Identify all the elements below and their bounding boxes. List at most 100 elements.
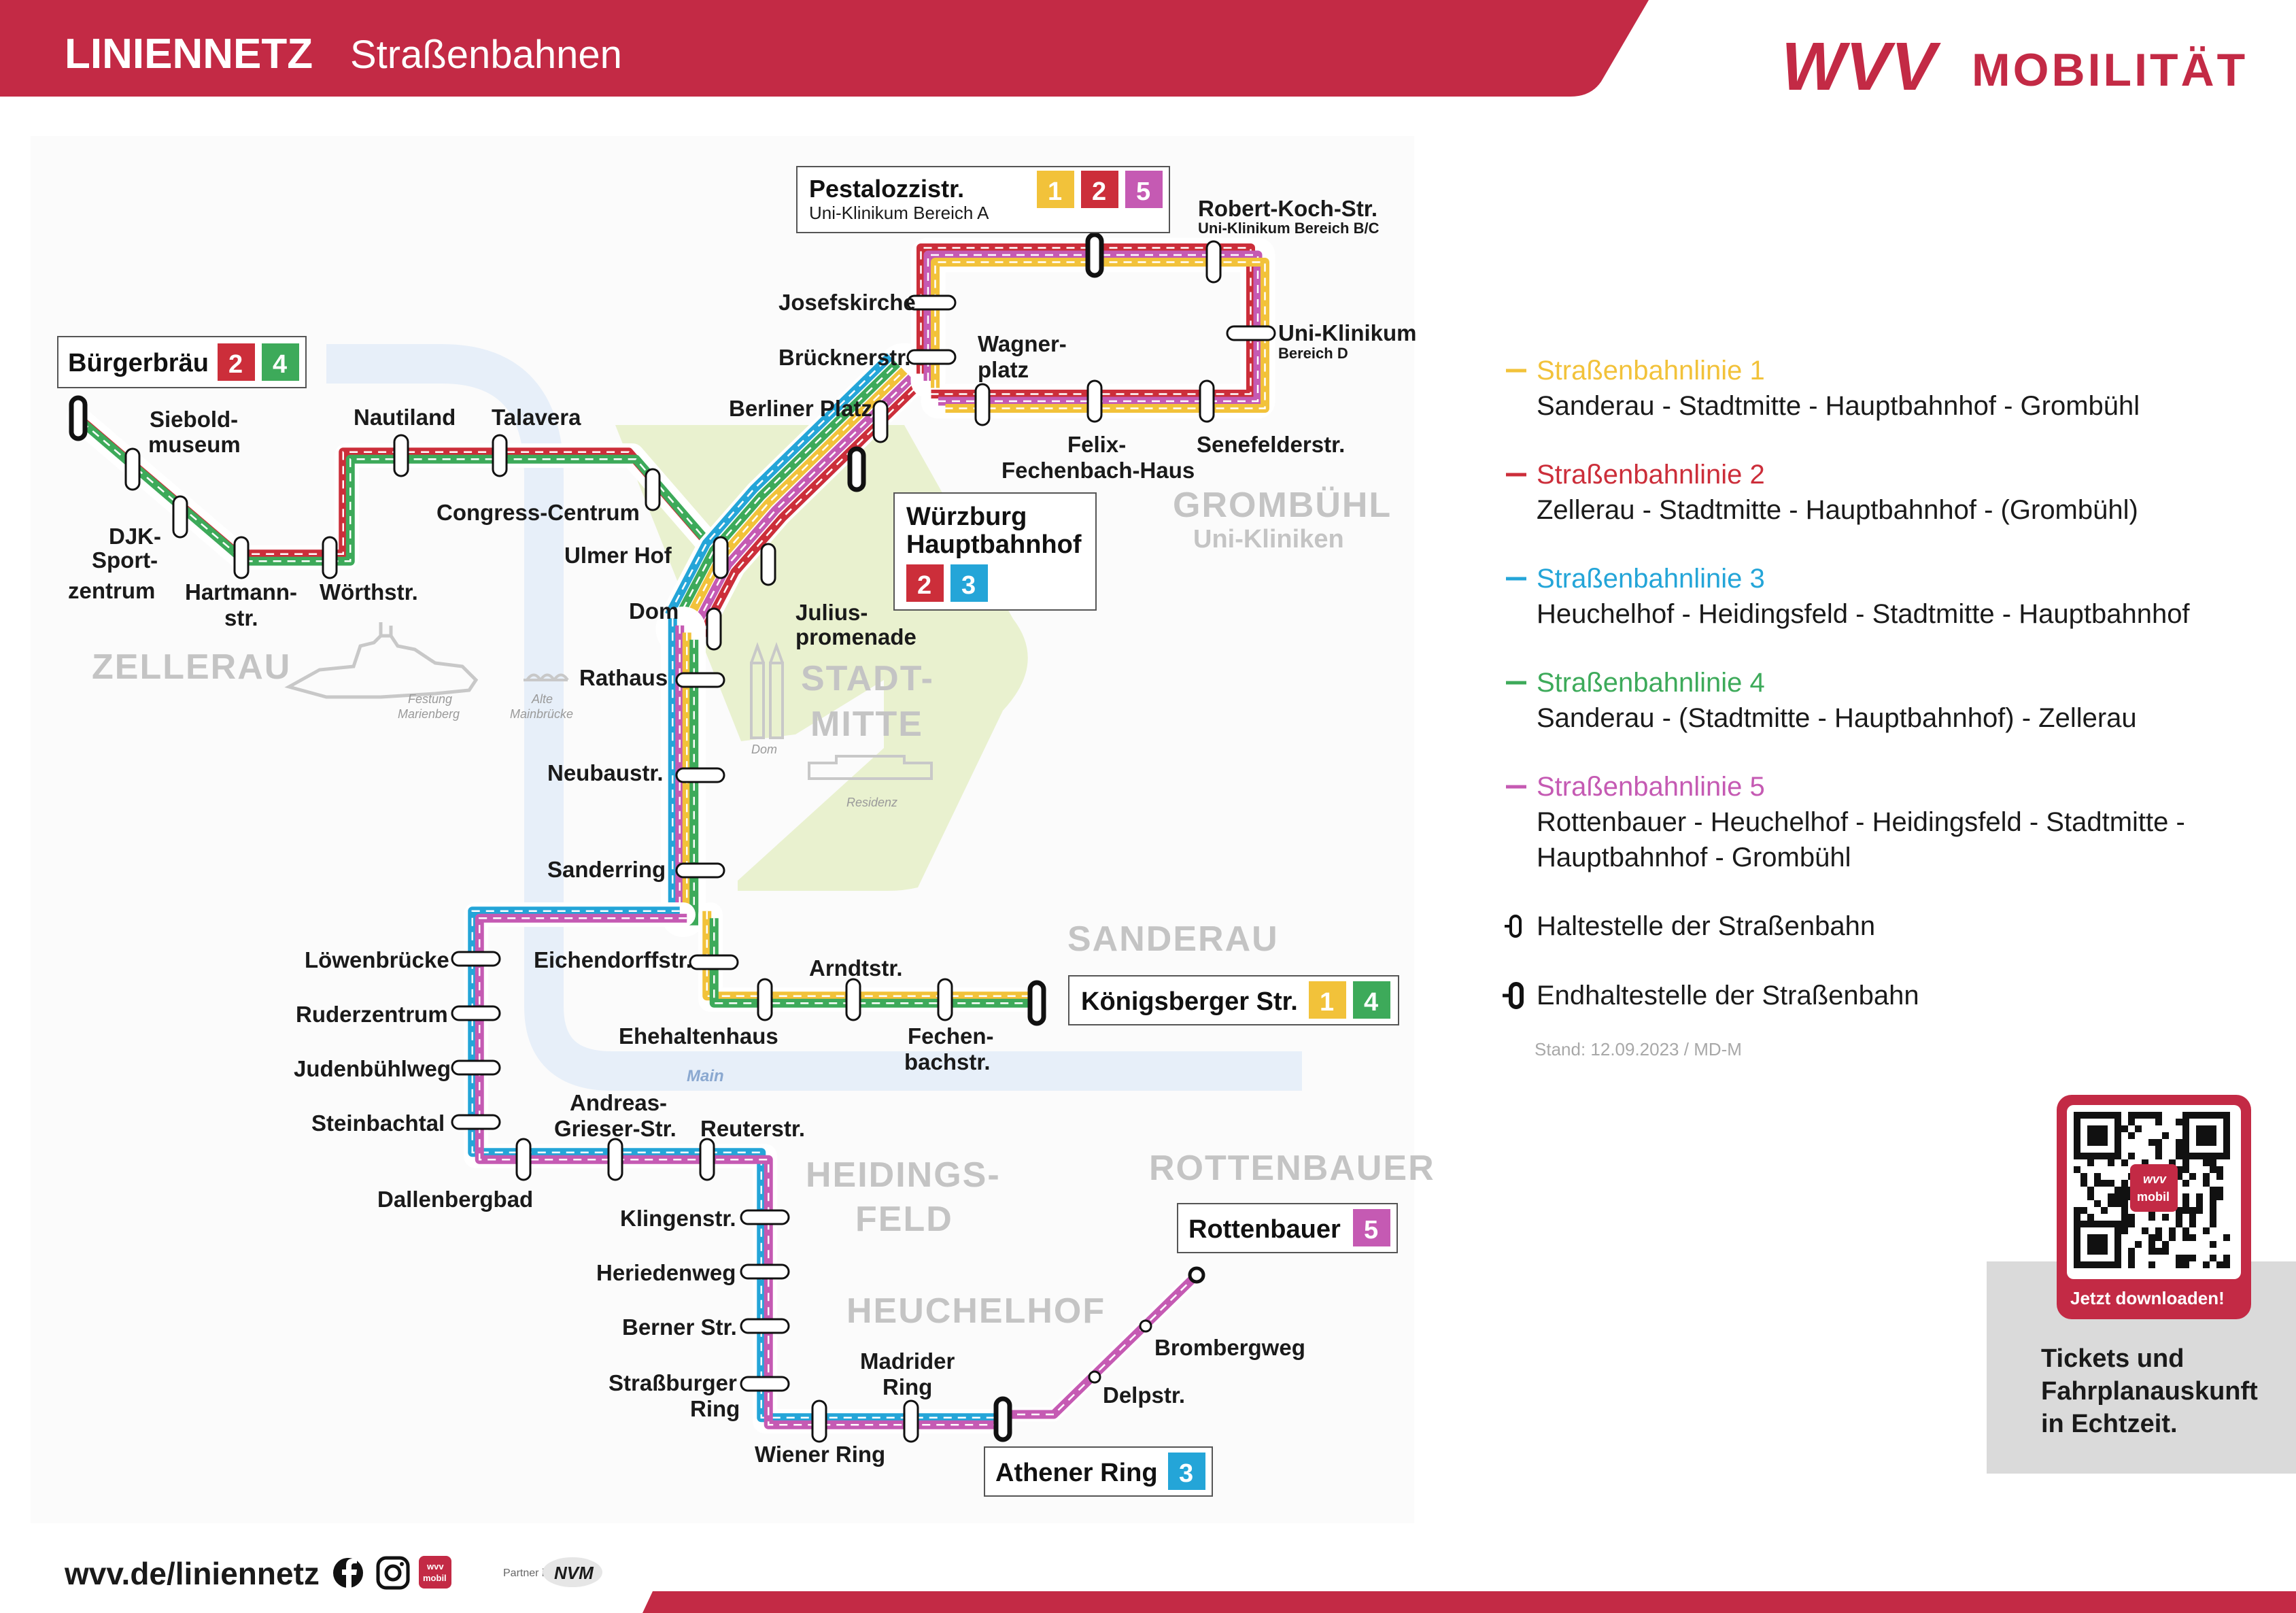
district-grombuehl: GROMBÜHL <box>1173 486 1392 525</box>
svg-text:Würzburg: Würzburg <box>906 503 1027 531</box>
stop-julius[interactable] <box>760 543 776 586</box>
stop-loewen[interactable] <box>451 951 501 967</box>
station-neubau: Neubaustr. <box>547 760 664 785</box>
stop-woerth[interactable] <box>322 536 338 579</box>
legend-line-1: Straßenbahnlinie 1 Sanderau - Stadtmitte… <box>1506 356 2140 421</box>
station-felix-1: Felix- <box>1067 432 1126 457</box>
station-unikl-sub: Bereich D <box>1278 345 1348 362</box>
stop-ruder[interactable] <box>451 1005 501 1021</box>
svg-text:Rottenbauer: Rottenbauer <box>1188 1215 1341 1244</box>
svg-text:2: 2 <box>917 571 931 600</box>
stop-wiener[interactable] <box>811 1399 827 1443</box>
stop-madrider[interactable] <box>903 1399 919 1443</box>
station-djk-3: zentrum <box>68 578 155 603</box>
station-strass-1: Straßburger <box>609 1370 737 1395</box>
district-heidingsfeld-2: FELD <box>855 1200 953 1239</box>
station-strass-2: Ring <box>690 1396 740 1421</box>
instagram-icon[interactable] <box>376 1556 410 1590</box>
header-bar <box>0 0 1649 97</box>
station-herieden: Heriedenweg <box>596 1260 736 1285</box>
station-rathaus: Rathaus <box>579 665 668 690</box>
svg-text:Haltestelle der Straßenbahn: Haltestelle der Straßenbahn <box>1537 911 1875 941</box>
stop-juden[interactable] <box>451 1059 501 1076</box>
station-madrider-1: Madrider <box>860 1348 955 1374</box>
district-heidingsfeld-1: HEIDINGS- <box>806 1155 1001 1195</box>
stop-wagner[interactable] <box>974 383 991 426</box>
stop-koenigsberger[interactable] <box>1027 980 1046 1026</box>
district-stadtmitte-1: STADT- <box>801 659 934 698</box>
stop-neubau[interactable] <box>675 767 725 783</box>
stop-eichendorff[interactable] <box>689 954 739 970</box>
stop-congress[interactable] <box>645 468 661 511</box>
svg-text:NVM: NVM <box>554 1563 594 1583</box>
terminal-koenigsberger: Königsberger Str. 1 4 <box>1068 975 1399 1025</box>
legend-stop-symbol: Haltestelle der Straßenbahn <box>1505 911 1875 941</box>
stop-pestalozzi[interactable] <box>1085 232 1104 278</box>
stop-unikl[interactable] <box>1226 325 1276 341</box>
station-loewen: Löwenbrücke <box>305 947 449 972</box>
stop-dom[interactable] <box>706 607 722 651</box>
legend-terminal-symbol: Endhaltestelle der Straßenbahn <box>1503 981 1919 1011</box>
stop-nautiland[interactable] <box>393 434 409 477</box>
stop-reuter[interactable] <box>699 1138 715 1181</box>
station-andreas-2: Grieser-Str. <box>554 1116 676 1141</box>
stop-ulmerhof[interactable] <box>713 536 729 579</box>
stop-hbf[interactable] <box>847 446 866 492</box>
svg-text:Heuchelhof - Heidingsfeld - S: Heuchelhof - Heidingsfeld - Stadtmitte -… <box>1537 599 2190 629</box>
stop-herieden[interactable] <box>740 1263 790 1280</box>
svg-text:3: 3 <box>1179 1459 1193 1488</box>
nvm-logo: NVM <box>543 1557 602 1587</box>
badge-line-5 <box>1125 171 1163 208</box>
stop-steinbach[interactable] <box>451 1114 501 1130</box>
stop-delp[interactable] <box>1088 1370 1101 1384</box>
stop-sanderring[interactable] <box>675 862 725 879</box>
stop-bromberg[interactable] <box>1139 1319 1152 1333</box>
stop-josefs[interactable] <box>906 294 957 311</box>
stop-hartmann[interactable] <box>233 536 250 579</box>
stop-rottenbauer[interactable] <box>1188 1266 1205 1284</box>
terminal-pestalozzi: Pestalozzistr. Uni-Klinikum Bereich A 1 … <box>796 166 1170 233</box>
stop-berner[interactable] <box>740 1318 790 1334</box>
stop-siebold[interactable] <box>124 447 141 491</box>
wvv-mobil-app-icon[interactable]: wvv mobil <box>419 1556 451 1589</box>
svg-text:Hauptbahnhof: Hauptbahnhof <box>906 530 1082 559</box>
station-juden: Judenbühlweg <box>294 1056 451 1081</box>
download-label[interactable]: Jetzt downloaden! <box>2070 1288 2225 1308</box>
stop-fechen[interactable] <box>937 978 953 1021</box>
station-dallen: Dallenbergbad <box>377 1187 533 1212</box>
svg-text:3: 3 <box>961 571 976 600</box>
partner-label: Partner im <box>503 1567 553 1579</box>
stop-brueckner[interactable] <box>906 349 957 365</box>
cathedral-icon <box>750 642 784 739</box>
stop-buergerbraeu[interactable] <box>69 395 88 441</box>
stop-felix[interactable] <box>1086 379 1103 423</box>
svg-text:Straßenbahnlinie 4: Straßenbahnlinie 4 <box>1537 668 1765 698</box>
station-congress: Congress-Centrum <box>436 500 640 525</box>
station-klingen: Klingenstr. <box>620 1206 736 1231</box>
facebook-icon[interactable] <box>333 1558 363 1588</box>
station-ehehalten: Ehehaltenhaus <box>619 1023 778 1049</box>
stop-andreas[interactable] <box>607 1138 623 1181</box>
stop-berliner[interactable] <box>872 400 889 443</box>
svg-text:4: 4 <box>273 350 287 379</box>
stop-athener[interactable] <box>993 1396 1012 1442</box>
app-promo: wvv mobil Jetzt downloaden! Tickets und … <box>1987 1095 2296 1474</box>
stop-talavera[interactable] <box>492 434 508 477</box>
svg-text:1: 1 <box>1048 177 1062 206</box>
station-woerth: Wörthstr. <box>320 579 418 605</box>
station-robert: Robert-Koch-Str. <box>1198 196 1377 221</box>
stop-senefelder[interactable] <box>1199 379 1215 423</box>
badge-line-2 <box>218 343 255 381</box>
promo-text-3: in Echtzeit. <box>2041 1410 2178 1438</box>
badge-line-5 <box>1353 1209 1390 1246</box>
stop-strass[interactable] <box>740 1376 790 1392</box>
river-main <box>326 344 1302 1091</box>
stop-klingen[interactable] <box>740 1209 790 1225</box>
stop-ehehalten[interactable] <box>757 978 773 1021</box>
stop-dallen[interactable] <box>515 1138 532 1181</box>
stop-arndt[interactable] <box>845 978 861 1021</box>
footer-url[interactable]: wvv.de/liniennetz <box>64 1556 320 1591</box>
stop-djk[interactable] <box>172 495 188 539</box>
stop-rathaus[interactable] <box>675 672 725 688</box>
stop-robert[interactable] <box>1205 240 1222 284</box>
